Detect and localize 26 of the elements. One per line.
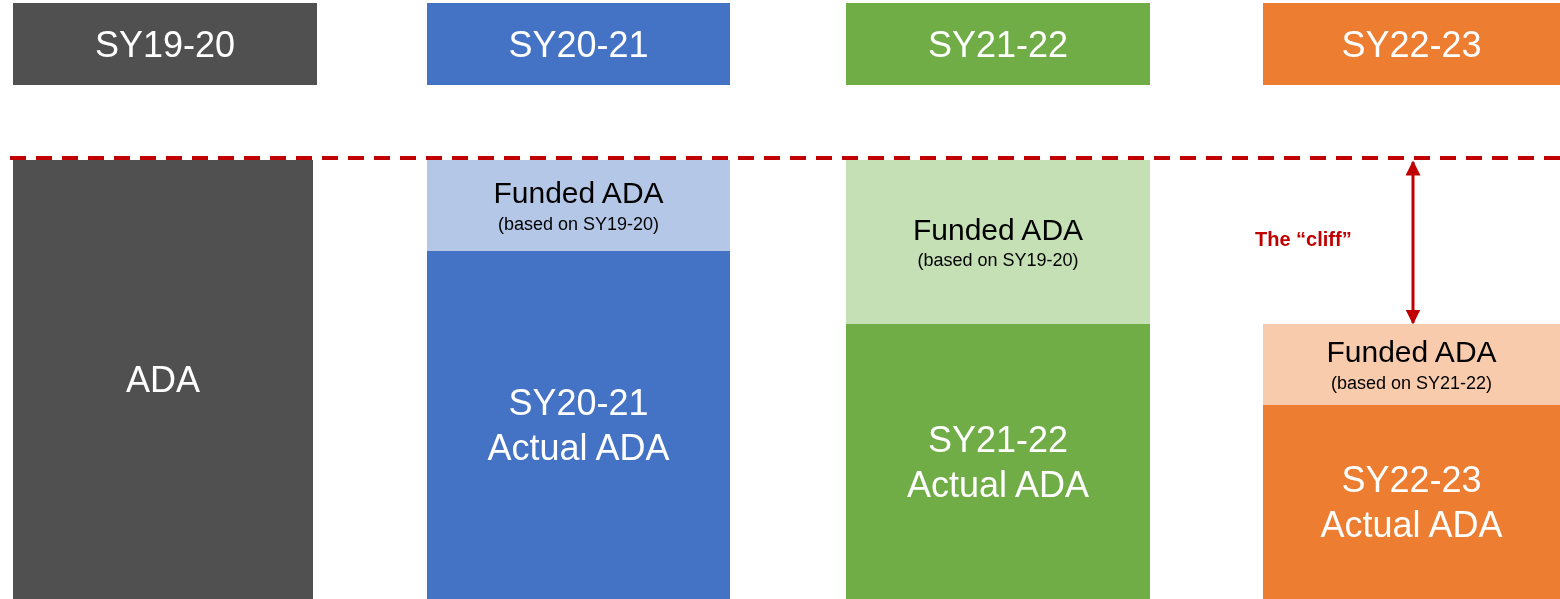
year-label: SY22-23: [1341, 22, 1482, 67]
block-note: (based on SY19-20): [497, 212, 660, 236]
funded-ada-block: [427, 160, 730, 251]
funded-ada-block: [846, 160, 1150, 324]
block-title: Funded ADA: [1326, 334, 1497, 371]
year-label: SY21-22: [927, 22, 1069, 67]
funded-ada-block: [1263, 324, 1560, 405]
year-header: [1263, 3, 1560, 85]
year-label: SY19-20: [94, 22, 236, 67]
block-label: SY20-21 Actual ADA: [486, 381, 671, 470]
block-label: SY22-23 Actual ADA: [1319, 458, 1504, 547]
block-title: Funded ADA: [912, 211, 1084, 248]
actual-ada-block: [427, 251, 730, 599]
double-headed-arrow: [1405, 160, 1421, 325]
block-label: ADA: [125, 358, 201, 402]
block-note: (based on SY19-20): [917, 249, 1079, 273]
actual-ada-block: [1263, 405, 1560, 599]
year-header: [846, 3, 1150, 85]
year-label: SY20-21: [508, 22, 649, 67]
block-note: (based on SY21-22): [1330, 371, 1493, 395]
year-header: [13, 3, 317, 85]
actual-ada-block: [846, 324, 1150, 599]
actual-ada-block: [13, 160, 313, 599]
block-title: Funded ADA: [493, 175, 664, 212]
block-label: SY21-22 Actual ADA: [905, 417, 1091, 507]
year-header: [427, 3, 730, 85]
